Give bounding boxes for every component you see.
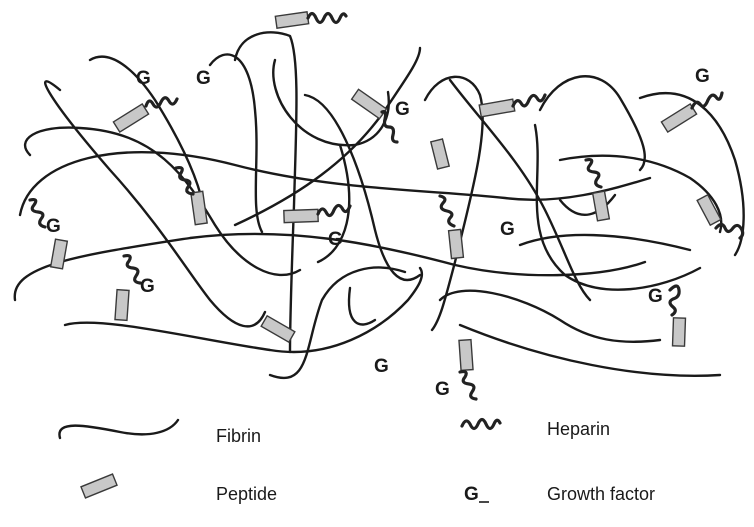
peptide-bar-icon <box>80 473 118 499</box>
heparin <box>122 253 142 285</box>
peptide <box>458 338 474 372</box>
fibrin-fiber <box>233 46 422 227</box>
growth-factor-label: G <box>648 286 663 307</box>
growth-factor-label: G <box>500 219 515 240</box>
growth-factor-label: G <box>328 229 343 250</box>
peptide <box>274 11 310 29</box>
fibrin-fiber <box>63 266 424 354</box>
heparin <box>306 11 348 25</box>
fibrin-fibers <box>13 31 745 379</box>
legend-fibrin-label: Fibrin <box>216 426 261 446</box>
growth-factor-label: G <box>46 216 61 237</box>
fibrin-fiber <box>303 93 422 282</box>
growth-factor-label: G <box>695 66 710 87</box>
heparin <box>174 165 195 196</box>
fibrin-fiber <box>88 55 207 217</box>
fibrin-fiber <box>458 323 722 377</box>
peptide <box>350 88 388 120</box>
fibrin-fiber <box>233 31 298 354</box>
heparin <box>690 91 724 110</box>
heparin <box>380 110 399 144</box>
fibrin-fiber <box>23 126 302 277</box>
heparin <box>584 157 603 189</box>
peptide <box>696 193 722 227</box>
peptide <box>447 228 465 260</box>
fibrin-fiber <box>558 193 617 216</box>
heparin <box>144 96 179 109</box>
growth-factor-label: G <box>196 68 211 89</box>
peptide <box>671 317 687 347</box>
fibrin-fiber <box>44 80 267 328</box>
fibrin-fiber <box>538 75 647 172</box>
heparin-squiggle-icon <box>460 417 502 431</box>
fibrin-fiber <box>208 53 264 234</box>
fibrin-fiber <box>423 75 484 332</box>
peptide <box>190 190 208 226</box>
heparin <box>714 222 745 240</box>
growth-factor-symbol: G <box>464 484 479 505</box>
heparin <box>316 203 352 218</box>
heparins <box>28 11 745 401</box>
legend-growth-factor-label: Growth factor <box>547 484 655 504</box>
growth-factor-label: G <box>395 99 410 120</box>
heparin <box>438 194 456 228</box>
peptide <box>112 102 150 134</box>
heparin <box>28 197 47 229</box>
peptide <box>478 98 516 118</box>
fibrin-fiber <box>438 289 662 343</box>
growth-factor-label: G <box>136 68 151 89</box>
legend: Fibrin Heparin Peptide G Growth factor <box>58 417 655 505</box>
fibrin-fiber <box>316 143 351 264</box>
fibrin-fiber <box>558 154 723 234</box>
growth-factors: G G G G G G G G G G G <box>46 66 710 400</box>
peptide <box>591 190 611 222</box>
heparin <box>458 369 478 401</box>
growth-factor-label: G <box>140 276 155 297</box>
fibrin-fiber <box>533 123 702 291</box>
growth-factor-label: G <box>435 379 450 400</box>
peptide <box>429 138 451 170</box>
fibrin-fiber <box>268 266 407 379</box>
peptide <box>283 208 319 224</box>
peptide <box>260 314 296 344</box>
heparin <box>668 284 681 317</box>
growth-factor-label: G <box>374 356 389 377</box>
peptide <box>114 288 130 322</box>
legend-peptide-label: Peptide <box>216 484 277 504</box>
heparin <box>511 93 547 108</box>
peptide <box>660 102 698 134</box>
fibrin-strand-icon <box>58 418 180 440</box>
fibrin-fiber <box>347 286 377 326</box>
fibrin-fiber <box>518 233 692 252</box>
fibrin-fiber <box>448 78 592 302</box>
fibrin-fiber <box>18 150 652 217</box>
peptide <box>49 238 69 270</box>
peptides <box>49 11 722 372</box>
legend-heparin-label: Heparin <box>547 419 610 439</box>
